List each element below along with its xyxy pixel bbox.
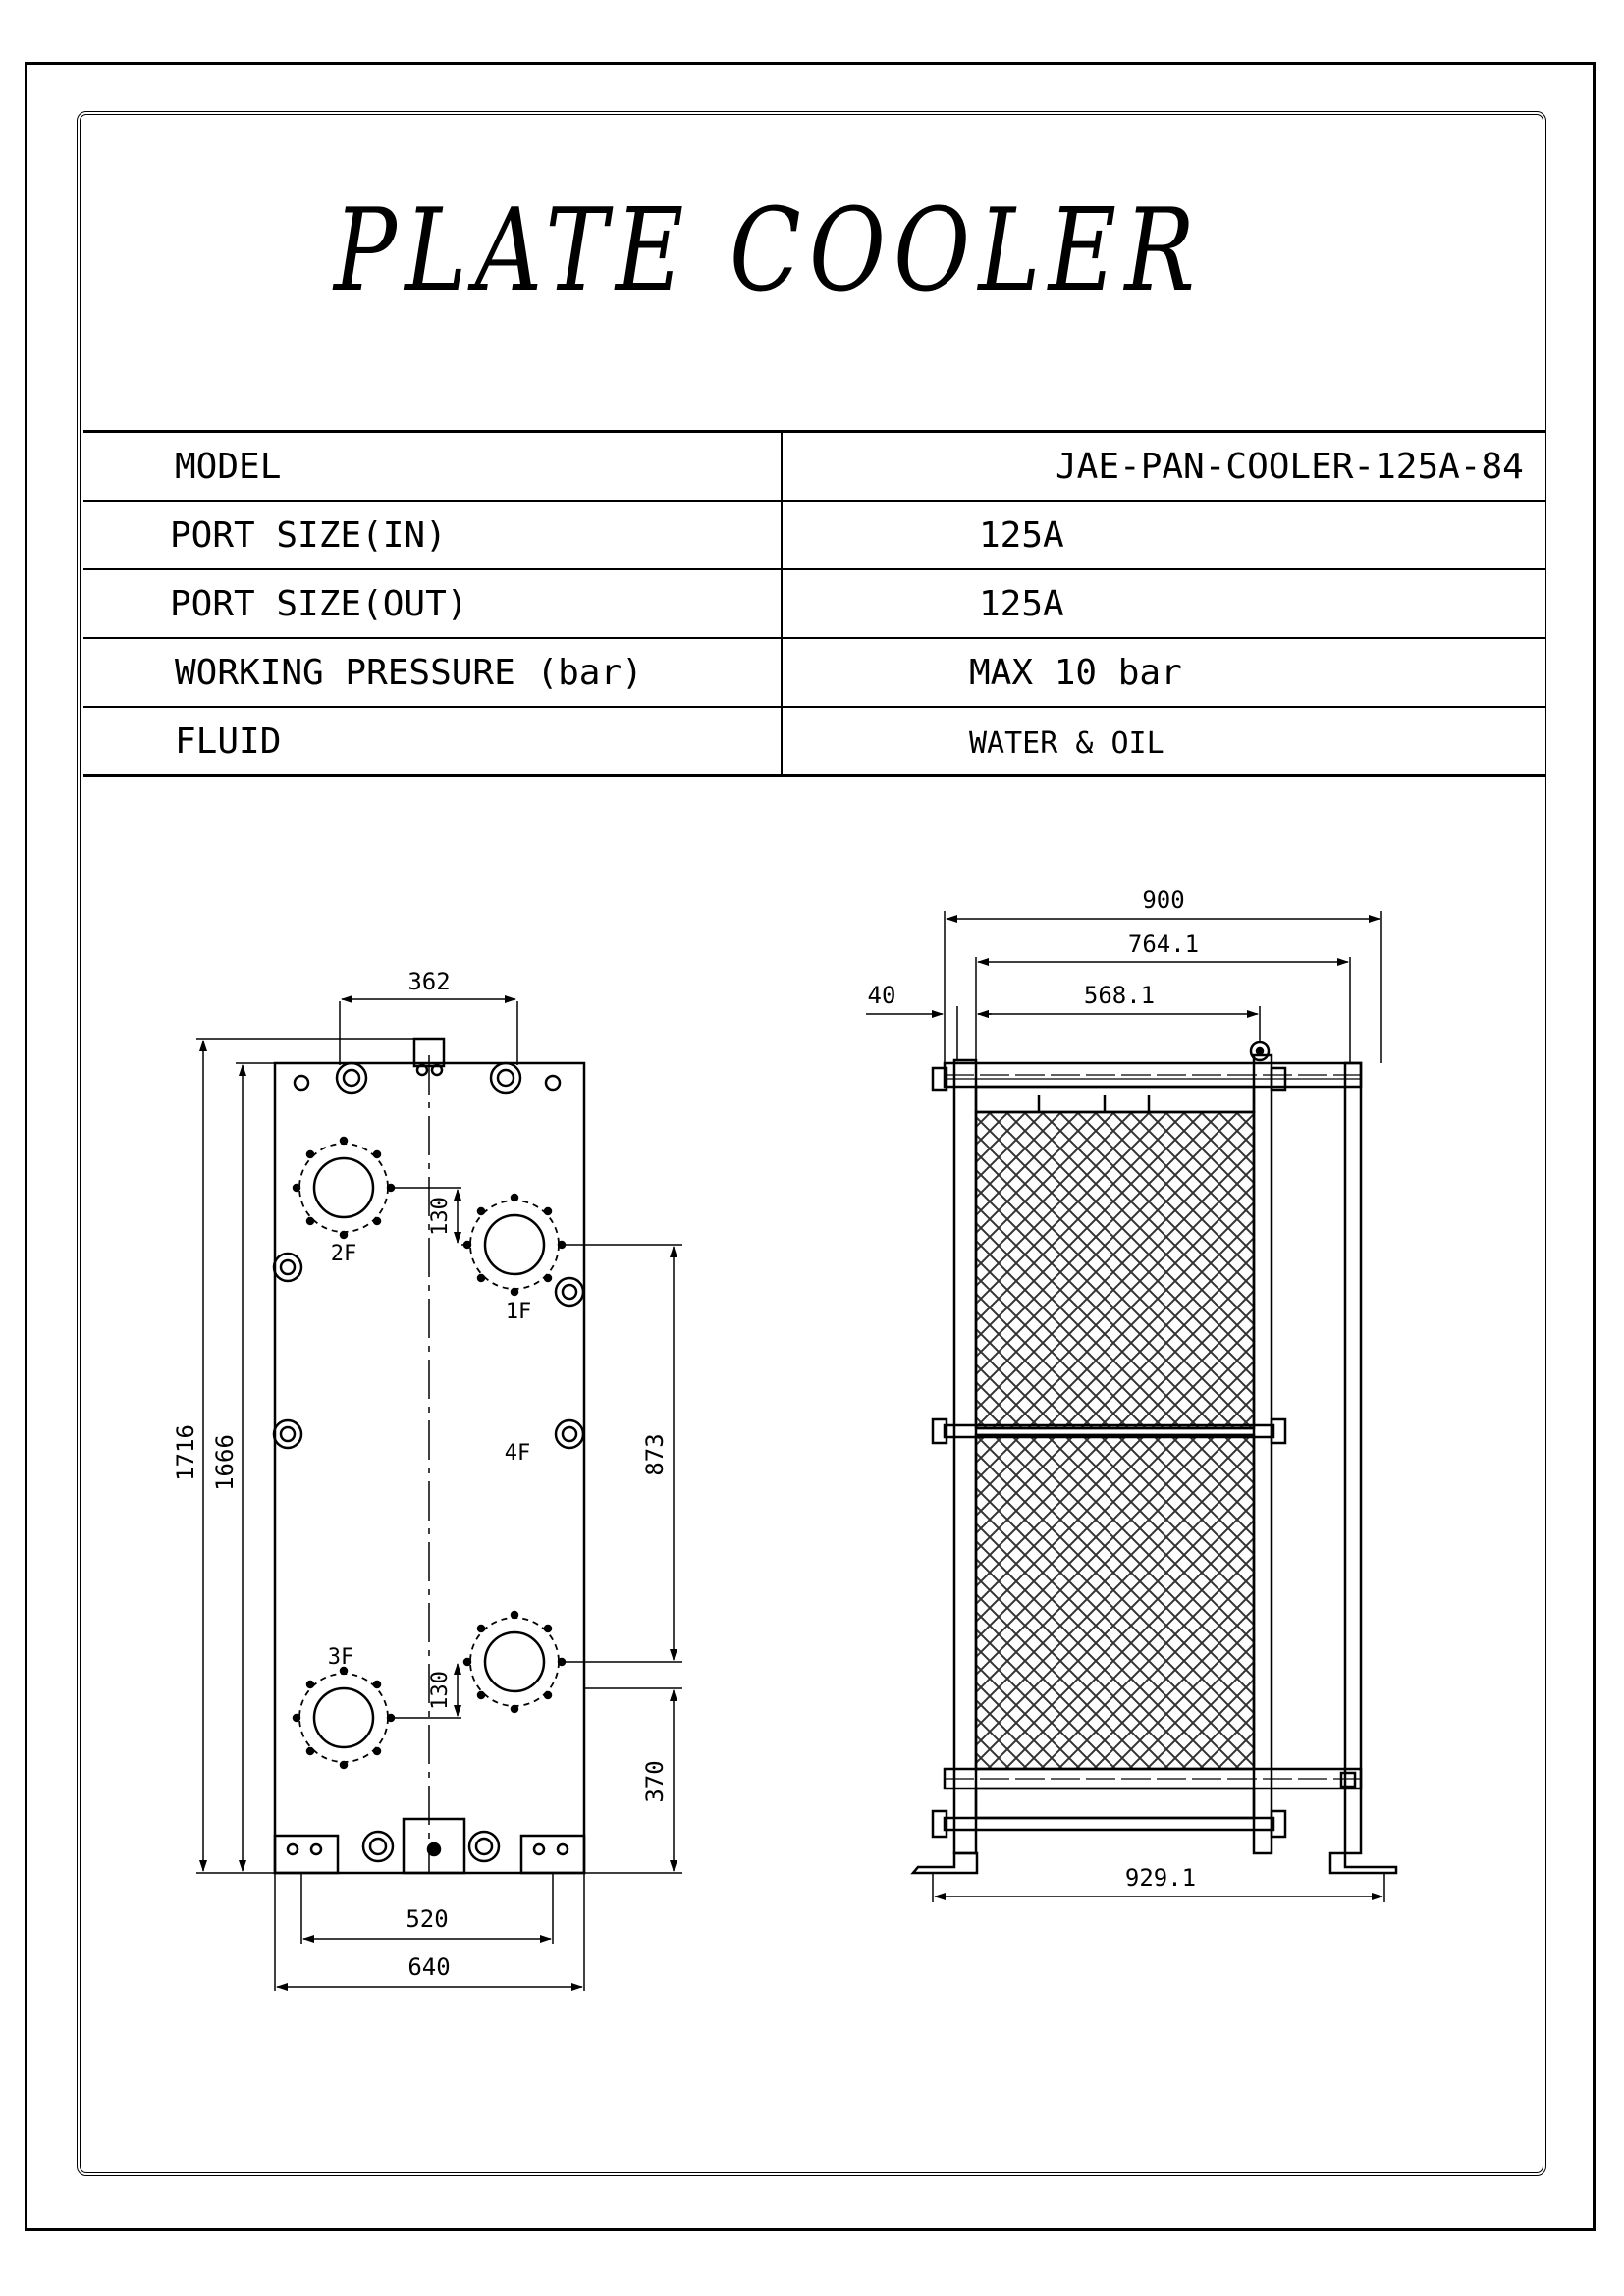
dim-bar-length <box>975 957 1351 1063</box>
spec-value: 125A <box>782 501 1546 570</box>
foot-right <box>519 1834 586 1875</box>
port-label-3f: 3F <box>328 1645 354 1670</box>
dim-port-offset-top <box>388 1187 469 1246</box>
spec-table: MODEL JAE-PAN-COOLER-125A-84 PORT SIZE(I… <box>83 430 1546 777</box>
dim-base-length <box>932 1873 1385 1902</box>
bolt <box>361 1830 395 1863</box>
tie-bolt-lower <box>943 1767 1363 1790</box>
dim-label-bar-length: 764.1 <box>1128 931 1199 958</box>
spec-label: FLUID <box>83 707 783 776</box>
tie-bolt-middle <box>931 1417 1287 1445</box>
spec-value-text: 125A <box>979 514 1064 556</box>
dim-label-width: 640 <box>407 1953 450 1981</box>
dim-label-base-length: 929.1 <box>1125 1864 1196 1892</box>
front-view-labels: 362 1716 1666 130 130 873 370 520 640 2F… <box>172 968 669 1981</box>
foot-center <box>402 1817 466 1875</box>
bolt <box>489 1061 522 1095</box>
port-label-4f: 4F <box>505 1441 531 1466</box>
bolt <box>272 1252 303 1283</box>
top-bar-lower <box>974 1085 1256 1114</box>
spec-row-model: MODEL JAE-PAN-COOLER-125A-84 <box>83 431 1546 502</box>
dim-label-frame-offset: 40 <box>868 982 896 1009</box>
dim-label-foot-span: 520 <box>406 1905 448 1933</box>
base-foot-left <box>910 1851 979 1875</box>
spec-value-text: 125A <box>979 583 1064 624</box>
bolt <box>272 1418 303 1450</box>
inner-border <box>77 111 1546 2176</box>
port-label-2f: 2F <box>331 1242 357 1266</box>
dim-label-pack-length: 568.1 <box>1084 982 1155 1009</box>
port-1f <box>462 1193 567 1297</box>
dim-label-top-span: 362 <box>407 968 450 995</box>
spec-row-port-out: PORT SIZE(OUT) 125A <box>83 569 1546 639</box>
spec-label: PORT SIZE(OUT) <box>83 569 783 639</box>
tie-bolt-top <box>931 1066 1361 1092</box>
side-view-labels: 900 764.1 568.1 40 929.1 <box>868 886 1200 1892</box>
side-view <box>866 911 1398 1902</box>
dim-port-spacing <box>562 1244 682 1663</box>
spec-label: PORT SIZE(IN) <box>83 501 783 570</box>
spec-row-pressure: WORKING PRESSURE (bar) MAX 10 bar <box>83 638 1546 708</box>
dim-overall-width <box>944 911 1382 1063</box>
port-2f <box>292 1136 396 1240</box>
bolt <box>467 1830 501 1863</box>
dim-pack-length <box>977 1006 1261 1042</box>
dim-label-height-plate: 1666 <box>211 1434 239 1491</box>
foot-left <box>273 1834 340 1875</box>
dim-width <box>274 1873 585 1991</box>
spec-value: JAE-PAN-COOLER-125A-84 <box>782 431 1546 502</box>
port-label-1f: 1F <box>506 1300 532 1324</box>
plate-pack-lower <box>974 1433 1256 1771</box>
spec-label: WORKING PRESSURE (bar) <box>83 638 783 708</box>
fixed-frame <box>952 1058 978 1855</box>
front-view <box>196 995 682 1991</box>
outer-border <box>25 62 1596 2231</box>
base-foot-right <box>1328 1851 1398 1875</box>
spec-value: MAX 10 bar <box>782 638 1546 708</box>
support-column <box>1343 1061 1363 1855</box>
dim-frame-offset <box>866 1006 992 1060</box>
dim-label-overall-width: 900 <box>1142 886 1184 914</box>
dim-label-bottom-to-port: 370 <box>641 1760 669 1802</box>
dim-port-offset-bottom <box>388 1663 461 1719</box>
plate-pack-upper <box>974 1110 1256 1430</box>
spec-value-text: WATER & OIL <box>969 725 1164 761</box>
port-4f <box>462 1610 567 1714</box>
dim-label-port-offset-bottom: 130 <box>428 1671 453 1710</box>
dim-height-overall <box>196 1038 417 1874</box>
spec-value-text: MAX 10 bar <box>969 652 1182 693</box>
bolt <box>554 1276 585 1308</box>
spec-value-text: JAE-PAN-COOLER-125A-84 <box>1056 446 1524 487</box>
dim-label-port-offset-top: 130 <box>428 1197 453 1236</box>
drawing-title: PLATE COOLER <box>334 185 1204 317</box>
spec-label: MODEL <box>83 431 783 502</box>
top-guide <box>412 1037 446 1077</box>
spec-row-fluid: FLUID WATER & OIL <box>83 707 1546 776</box>
bolt <box>554 1418 585 1450</box>
dim-bottom-to-port <box>584 1687 682 1874</box>
dim-foot-span <box>300 1873 554 1944</box>
port-3f <box>292 1666 396 1770</box>
dim-top-span <box>339 995 518 1065</box>
spec-row-port-in: PORT SIZE(IN) 125A <box>83 501 1546 570</box>
hole <box>544 1074 562 1092</box>
hole <box>293 1074 310 1092</box>
dim-label-height-overall: 1716 <box>172 1424 199 1481</box>
bolt <box>335 1061 368 1095</box>
spec-value: 125A <box>782 569 1546 639</box>
dim-label-port-spacing: 873 <box>641 1433 669 1475</box>
spec-value: WATER & OIL <box>782 707 1546 776</box>
tie-bolt-bottom <box>931 1787 1287 1839</box>
dim-height-plate <box>236 1062 275 1872</box>
pressure-plate <box>1252 1053 1273 1855</box>
